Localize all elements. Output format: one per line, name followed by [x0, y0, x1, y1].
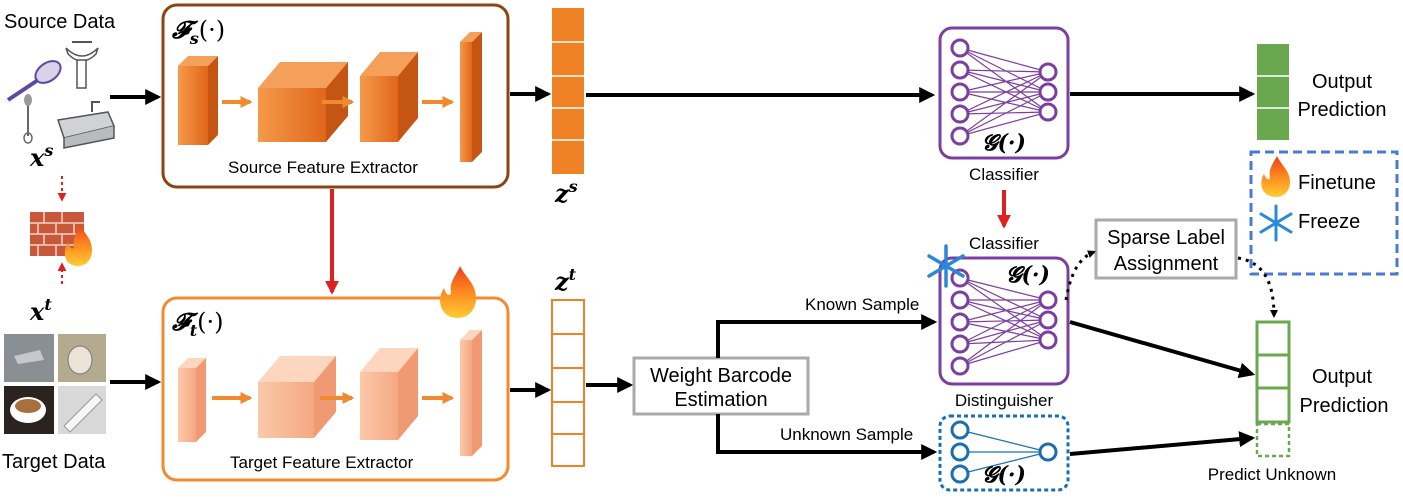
sparse-label-1: Sparse Label	[1107, 227, 1225, 249]
legend-snowflake-icon	[1259, 204, 1293, 242]
weight-barcode-box	[632, 356, 810, 416]
zt-label: zt	[554, 265, 577, 296]
sparse-label-2: Assignment	[1114, 253, 1219, 275]
source-layer-blocks	[178, 32, 482, 162]
zs-label: zs	[554, 177, 578, 208]
predict-unknown-label: Predict Unknown	[1208, 465, 1337, 484]
unknown-to-output-arrow	[1069, 431, 1256, 456]
output-prediction-top-1: Output	[1312, 71, 1372, 93]
source-extractor-label: Source Feature Extractor	[228, 158, 418, 177]
x-t-label: xt	[29, 295, 52, 326]
target-block-4	[460, 330, 482, 456]
output-prediction-bottom-1: Output	[1312, 366, 1372, 388]
g-symbol-top: 𝓖(·)	[982, 130, 1026, 156]
snowflake-icon	[927, 244, 965, 288]
g-symbol-mid: 𝓖(·)	[1006, 262, 1050, 288]
source-block-1	[178, 56, 218, 145]
weight-barcode-label-1: Weight Barcode	[650, 365, 792, 387]
g-symbol-bottom: 𝓖(·)	[982, 462, 1026, 488]
classifier-top-label: Classifier	[969, 165, 1039, 184]
zt-vector	[551, 299, 585, 467]
fs-symbol: 𝓕s(·)	[171, 15, 225, 48]
target-block-2	[258, 356, 336, 438]
target-images	[4, 334, 106, 434]
fork-image	[23, 94, 33, 144]
source-block-4	[460, 32, 482, 162]
output-prediction-top-2: Prediction	[1298, 99, 1387, 121]
classifier-to-sparse-arrow	[1064, 250, 1096, 301]
source-block-2	[258, 62, 348, 142]
unknown-branch-arrow	[716, 414, 938, 460]
known-sample-label: Known Sample	[805, 295, 919, 314]
legend-fire-icon	[1261, 156, 1290, 197]
sparse-to-output-arrow	[1237, 256, 1278, 318]
sparse-label-box	[1094, 218, 1238, 280]
legend-finetune-label: Finetune	[1298, 172, 1376, 194]
top-output-vector	[1257, 44, 1289, 140]
sink-stand-image	[65, 41, 99, 89]
target-extractor-label: Target Feature Extractor	[230, 453, 414, 472]
bottom-output-vector	[1255, 320, 1291, 458]
classifier-mid-label: Classifier	[969, 234, 1039, 253]
firewall-icon	[30, 212, 92, 266]
target-data-label: Target Data	[2, 451, 106, 473]
source-block-3	[360, 52, 418, 142]
top-classifier	[938, 26, 1070, 160]
known-branch-arrow	[716, 314, 938, 358]
legend-freeze-label: Freeze	[1298, 211, 1360, 233]
x-s-label: xs	[29, 141, 53, 172]
ft-symbol: 𝓕t(·)	[171, 307, 223, 340]
distinguisher-to-output-arrow	[1069, 320, 1256, 379]
target-block-3	[360, 348, 418, 440]
fire-icon	[440, 266, 476, 318]
spoon-image	[6, 60, 62, 102]
basin-image	[57, 101, 116, 149]
unknown-network	[938, 414, 1070, 492]
distinguisher-network	[938, 256, 1070, 386]
weight-barcode-label-2: Estimation	[674, 389, 767, 411]
target-block-1	[178, 358, 206, 442]
output-prediction-bottom-2: Prediction	[1300, 395, 1389, 417]
distinguisher-label: Distinguisher	[955, 391, 1054, 410]
target-layer-blocks	[178, 330, 482, 456]
unknown-sample-label: Unknown Sample	[780, 425, 913, 444]
zs-vector	[552, 8, 584, 174]
source-data-label: Source Data	[4, 11, 116, 33]
